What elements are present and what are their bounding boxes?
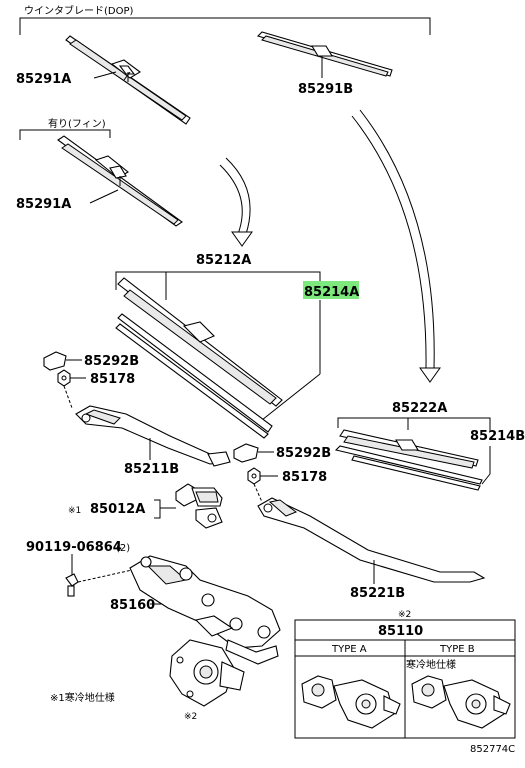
type-a-label: TYPE A (331, 644, 367, 655)
label-85222A: 85222A (392, 401, 447, 416)
fin-bracket-label: 有り(フィン) (48, 117, 106, 130)
cap-85292B-left[interactable] (43, 351, 67, 371)
label-90119: 90119-06864 (26, 540, 122, 555)
dop-bracket: ウインタブレード(DOP) (19, 4, 431, 35)
label-85211B: 85211B (124, 462, 179, 477)
bolt-90119[interactable] (65, 573, 79, 597)
blade-85291A-fin[interactable] (57, 135, 183, 227)
label-85178-left: 85178 (90, 372, 135, 387)
motor-main-mark: ※2 (184, 712, 197, 722)
label-85291A-top: 85291A (16, 72, 71, 87)
blade-85212A[interactable] (115, 277, 283, 439)
label-85178-right: 85178 (282, 470, 327, 485)
label-85012A-prefix: ※1 (68, 506, 81, 516)
type-b-note: 寒冷地仕様 (406, 658, 456, 671)
link-85012A[interactable] (175, 483, 223, 529)
arrow-to-85212A (219, 157, 253, 247)
motor-type-b[interactable] (411, 675, 511, 729)
label-85292B-right: 85292B (276, 446, 331, 461)
blade-85291B[interactable] (256, 31, 393, 77)
linkage-85160[interactable] (129, 555, 281, 665)
label-85110: 85110 (378, 624, 423, 639)
label-85160: 85160 (110, 598, 155, 613)
motor-table-mark: ※2 (398, 610, 411, 620)
label-85291A-fin: 85291A (16, 197, 71, 212)
blade-85222A[interactable] (334, 429, 483, 491)
type-b-label: TYPE B (439, 644, 475, 655)
label-85214A: 85214A (304, 285, 359, 300)
diagram-id: 852774C (470, 744, 515, 755)
arrow-to-85222A (351, 109, 441, 383)
label-85292B-left: 85292B (84, 354, 139, 369)
fin-bracket: 有り(フィン) (19, 117, 111, 140)
arm-85221B[interactable] (257, 497, 486, 583)
arm-85211B[interactable] (75, 405, 231, 467)
nut-85178-left[interactable] (57, 369, 71, 387)
cap-85292B-right[interactable] (233, 443, 259, 463)
highlight-85214A (303, 281, 359, 299)
motor-table: 85110 TYPE A TYPE B 寒冷地仕様 (294, 619, 516, 739)
footnote-cold-region: ※1寒冷地仕様 (50, 691, 115, 704)
dop-bracket-label: ウインタブレード(DOP) (24, 4, 134, 17)
label-90119-qty: (2) (116, 543, 130, 554)
label-85212A: 85212A (196, 253, 251, 268)
blade-85291A-top[interactable] (65, 35, 191, 125)
nut-85178-right[interactable] (247, 467, 261, 485)
motor-main[interactable] (169, 639, 245, 707)
motor-type-a[interactable] (301, 675, 401, 729)
label-85221B: 85221B (350, 586, 405, 601)
label-85214B: 85214B (470, 429, 525, 444)
label-85012A: 85012A (90, 502, 145, 517)
label-85291B: 85291B (298, 82, 353, 97)
